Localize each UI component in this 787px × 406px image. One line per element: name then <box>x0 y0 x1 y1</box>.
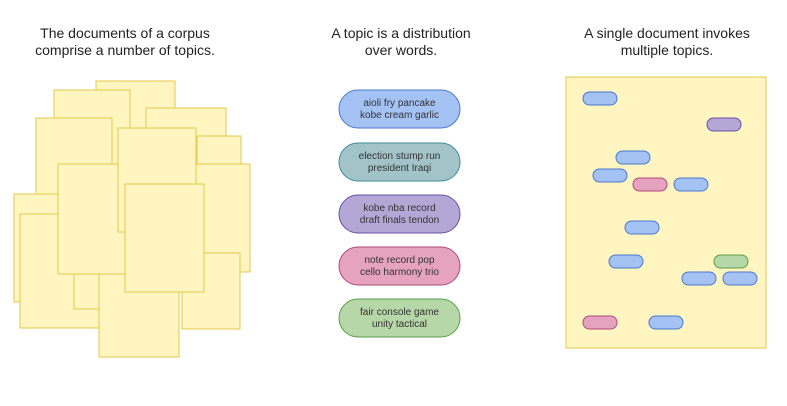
topic-words-line2: unity tactical <box>372 319 427 330</box>
document-topic-chip <box>582 91 618 106</box>
topic-pill-shape <box>338 142 461 182</box>
topic-words-line1: kobe nba record <box>363 203 435 214</box>
topic-pill-shape <box>338 246 461 286</box>
corpus-document-stack <box>13 80 251 358</box>
document-topic-chip <box>632 177 668 192</box>
topic-caption-line2: over words. <box>364 42 438 58</box>
document-topic-chip <box>681 271 717 286</box>
document-topic-chip <box>648 315 684 330</box>
document-topic-chip <box>713 254 749 269</box>
corpus-caption-line1: The documents of a corpus <box>40 25 210 41</box>
topic-caption-line1: A topic is a distribution <box>331 25 471 41</box>
topic-words-line2: cello harmony trio <box>360 267 439 278</box>
topic-words-line1: note record pop <box>364 255 434 266</box>
document-topic-chip <box>592 168 628 183</box>
topic-words-line1: fair console game <box>360 307 439 318</box>
document-topic-chip <box>608 254 644 269</box>
document-topic-chip <box>615 150 651 165</box>
document-topic-chip <box>673 177 709 192</box>
corpus-caption: The documents of a corpus comprise a num… <box>18 25 232 59</box>
document-topic-chip <box>624 220 660 235</box>
single-document <box>565 76 767 349</box>
topic-words-line2: president Iraqi <box>368 163 431 174</box>
topic-words-line2: draft finals tendon <box>360 215 440 226</box>
topic-pill-shape <box>338 89 461 129</box>
topic-words-line1: aioli fry pancake <box>363 98 436 109</box>
topic-pill-shape <box>338 194 461 234</box>
document-topic-chip <box>582 315 618 330</box>
topic-words-line2: kobe cream garlic <box>360 110 439 121</box>
corpus-page <box>124 183 205 293</box>
document-caption-line1: A single document invokes <box>584 25 750 41</box>
corpus-caption-line2: comprise a number of topics. <box>35 42 215 58</box>
document-topic-chip <box>706 117 742 132</box>
document-caption: A single document invokes multiple topic… <box>557 25 777 59</box>
topic-pill-shape <box>338 298 461 338</box>
document-caption-line2: multiple topics. <box>620 42 714 58</box>
document-topic-chip <box>722 271 758 286</box>
topic-caption: A topic is a distribution over words. <box>296 25 506 59</box>
topic-words-line1: election stump run <box>359 151 441 162</box>
